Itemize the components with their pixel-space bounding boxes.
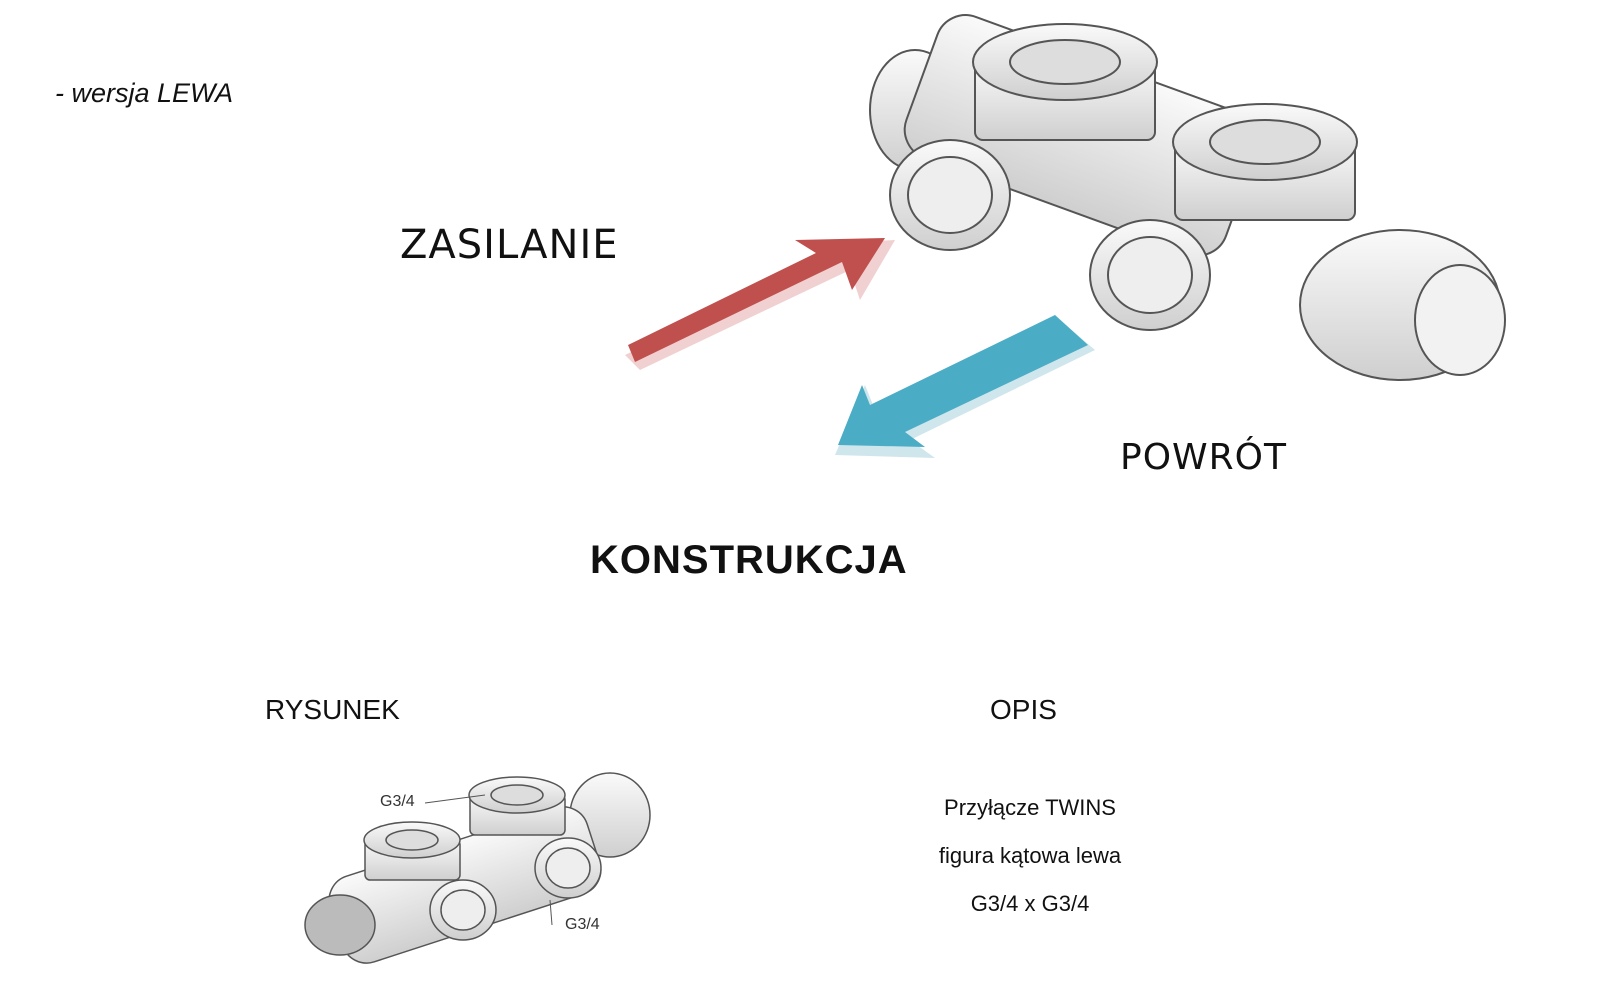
- section-title: KONSTRUKCJA: [590, 538, 908, 582]
- valve-image-large: [869, 14, 1506, 381]
- description-line: Przyłącze TWINS: [944, 795, 1116, 820]
- thread-label-top: G3/4: [380, 793, 415, 810]
- return-label: POWRÓT: [1120, 437, 1287, 478]
- valve-image-small: [304, 772, 651, 964]
- return-arrow: [835, 315, 1095, 458]
- supply-arrow: [625, 238, 895, 370]
- description-heading: OPIS: [990, 694, 1057, 725]
- description-line: G3/4 x G3/4: [970, 891, 1090, 916]
- drawing-heading: RYSUNEK: [265, 694, 400, 725]
- variant-label: - wersja LEWA: [55, 78, 234, 108]
- thread-label-bottom: G3/4: [565, 916, 600, 933]
- description-line: figura kątowa lewa: [938, 843, 1122, 868]
- supply-label: ZASILANIE: [400, 222, 619, 268]
